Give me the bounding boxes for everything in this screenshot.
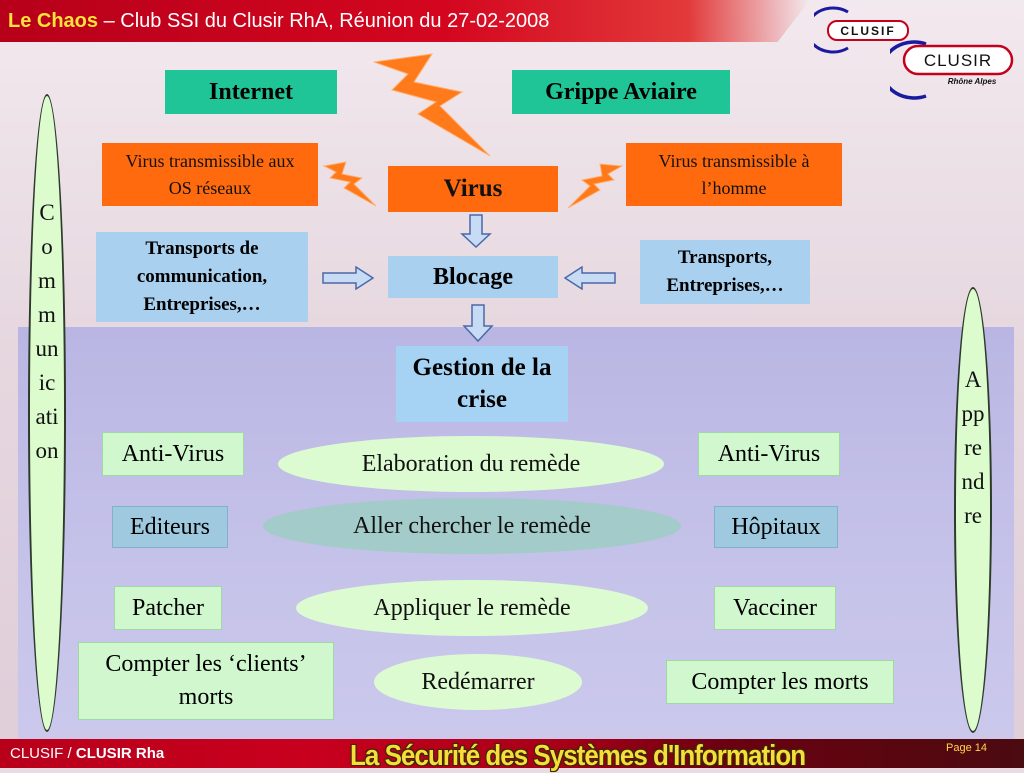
footer-org-normal: CLUSIF / <box>10 745 76 762</box>
transports-communication-box: Transports de communication, Entreprises… <box>96 232 308 322</box>
left-item-compter-clients: Compter les ‘clients’ morts <box>78 642 334 720</box>
grippe-aviaire-box: Grippe Aviaire <box>512 70 730 114</box>
lightning-bolt-left-icon <box>322 161 377 207</box>
footer-organisation: CLUSIF / CLUSIR Rha <box>10 745 164 762</box>
virus-homme-box: Virus transmissible à l’homme <box>626 143 842 206</box>
right-item-antivirus: Anti-Virus <box>698 432 840 476</box>
center-item-elaboration: Elaboration du remède <box>278 436 664 492</box>
right-item-hopitaux: Hôpitaux <box>714 506 838 548</box>
lightning-bolt-right-icon <box>567 163 624 209</box>
title-rest: – Club SSI du Clusir RhA, Réunion du 27-… <box>98 10 550 32</box>
footer-org-bold: CLUSIR Rha <box>75 745 165 762</box>
left-item-editeurs: Editeurs <box>112 506 228 548</box>
gestion-crise-box: Gestion de la crise <box>396 346 568 422</box>
center-item-appliquer: Appliquer le remède <box>296 580 648 636</box>
footer-bar <box>0 739 1024 768</box>
transports-entreprises-box: Transports, Entreprises,… <box>640 240 810 304</box>
blocage-box: Blocage <box>388 256 558 298</box>
virus-box: Virus <box>388 166 558 212</box>
header-bar <box>0 0 810 42</box>
virus-os-box: Virus transmissible aux OS réseaux <box>102 143 318 206</box>
arrow-left-icon <box>564 266 616 290</box>
slide-title: Le Chaos – Club SSI du Clusir RhA, Réuni… <box>8 8 549 34</box>
left-item-patcher: Patcher <box>114 586 222 630</box>
lightning-bolt-top-icon <box>373 53 491 157</box>
footer-slogan: La Sécurité des Systèmes d'Information <box>350 738 806 772</box>
communication-side-ellipse: Communication <box>28 94 66 732</box>
apprendre-side-ellipse: Apprendre <box>954 287 992 733</box>
clusir-logo-text: CLUSIR <box>924 51 992 70</box>
clusir-logo: CLUSIR Rhône Alpes <box>890 40 1014 100</box>
internet-box: Internet <box>165 70 337 114</box>
page-number: Page 14 <box>946 742 987 754</box>
apprendre-label: Apprendre <box>961 367 985 528</box>
arrow-down-icon <box>462 304 494 342</box>
center-item-aller-chercher: Aller chercher le remède <box>263 498 681 554</box>
arrow-right-icon <box>322 266 374 290</box>
title-strong: Le Chaos <box>8 10 99 32</box>
right-item-compter-morts: Compter les morts <box>666 660 894 704</box>
communication-label: Communication <box>35 200 59 463</box>
clusir-logo-subtext: Rhône Alpes <box>948 77 997 86</box>
right-item-vacciner: Vacciner <box>714 586 836 630</box>
clusif-logo-text: CLUSIF <box>840 24 895 38</box>
clusif-logo: CLUSIF <box>814 6 909 54</box>
center-item-redemarrer: Redémarrer <box>374 654 582 710</box>
left-item-antivirus: Anti-Virus <box>102 432 244 476</box>
arrow-down-icon <box>460 214 492 248</box>
